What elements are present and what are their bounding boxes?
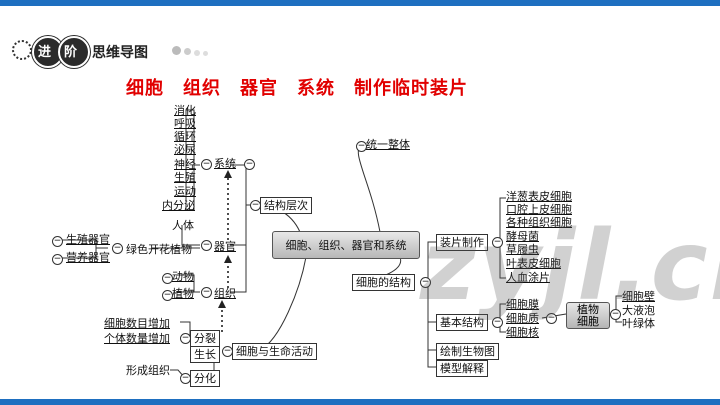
collapse-icon[interactable]: −: [52, 236, 63, 247]
node-reproductive-organ: 生殖器官: [66, 233, 110, 246]
node-form-tissue: 形成组织: [126, 364, 170, 377]
slide-tissues: 各种组织细胞: [506, 216, 572, 229]
settings-gear-icon: [12, 40, 32, 60]
node-basic-structure: 基本结构: [436, 314, 488, 331]
slide-leaf: 叶表皮细胞: [506, 257, 561, 270]
header-label: 思维导图: [92, 45, 148, 61]
collapse-icon[interactable]: −: [201, 240, 212, 251]
system-item-digestion: 消化: [174, 104, 196, 117]
bubbles-decoration-icon: [172, 44, 222, 58]
node-cell-count: 细胞数目增加: [104, 317, 170, 330]
node-draw: 绘制生物图: [436, 343, 499, 360]
node-plant: 植物: [172, 287, 194, 300]
slide-onion: 洋葱表皮细胞: [506, 190, 572, 203]
collapse-icon[interactable]: −: [356, 141, 367, 152]
node-human: 人体: [172, 219, 194, 232]
collapse-icon[interactable]: −: [162, 273, 173, 284]
header-badge-2-text: 阶: [64, 45, 78, 60]
extra-chloroplast: 叶绿体: [622, 317, 655, 330]
node-division: 分裂: [190, 330, 220, 347]
node-model: 模型解释: [436, 360, 488, 377]
page-title: 细胞 组织 器官 系统 制作临时装片: [126, 78, 468, 99]
collapse-icon[interactable]: −: [112, 243, 123, 254]
node-green-plant: 绿色开花植物: [126, 243, 192, 256]
system-item-circulation: 循环: [174, 130, 196, 143]
collapse-icon[interactable]: −: [244, 159, 255, 170]
node-organ: 器官: [214, 240, 236, 253]
node-cell-structure: 细胞的结构: [352, 274, 415, 291]
top-bar: [0, 0, 720, 6]
collapse-icon[interactable]: −: [162, 290, 173, 301]
node-making-slides: 装片制作: [436, 234, 488, 251]
node-animal: 动物: [172, 270, 194, 283]
collapse-icon[interactable]: −: [52, 254, 63, 265]
system-item-endocrine: 内分泌: [162, 199, 195, 212]
plant-cell-line-1: 植物: [577, 303, 599, 316]
part-nucleus: 细胞核: [506, 326, 539, 339]
system-item-respiration: 呼吸: [174, 117, 196, 130]
node-differentiation: 分化: [190, 370, 220, 387]
system-item-reproductive: 生殖: [174, 171, 196, 184]
slide-mouth: 口腔上皮细胞: [506, 203, 572, 216]
collapse-icon[interactable]: −: [546, 313, 557, 324]
collapse-icon[interactable]: −: [201, 159, 212, 170]
node-system: 系统: [214, 157, 236, 170]
node-cell-life: 细胞与生命活动: [232, 343, 317, 360]
header-badge-1: [32, 36, 64, 68]
system-item-motor: 运动: [174, 185, 196, 198]
node-tissue: 组织: [214, 287, 236, 300]
system-item-urinary: 泌尿: [174, 143, 196, 156]
node-nutritive-organ: 营养器官: [66, 251, 110, 264]
center-node-label: 细胞、组织、器官和系统: [285, 239, 407, 252]
node-volume: 个体数量增加: [104, 332, 170, 345]
watermark: zyjl.cn: [420, 210, 720, 322]
header-badge-2: [58, 36, 90, 68]
node-plant-cell: 植物 细胞: [566, 302, 610, 329]
slide-blood: 人血涂片: [506, 271, 550, 284]
bottom-bar: [0, 399, 720, 405]
collapse-icon[interactable]: −: [610, 309, 621, 320]
part-cytoplasm: 细胞质: [506, 312, 539, 325]
node-structure-level: 结构层次: [260, 197, 312, 214]
collapse-icon[interactable]: −: [420, 277, 431, 288]
header-badge-1-text: 进: [38, 45, 52, 60]
part-membrane: 细胞膜: [506, 298, 539, 311]
node-growth: 生长: [190, 346, 220, 363]
plant-cell-line-2: 细胞: [577, 315, 599, 328]
system-item-nervous: 神经: [174, 158, 196, 171]
center-node: 细胞、组织、器官和系统: [272, 231, 420, 259]
collapse-icon[interactable]: −: [492, 317, 503, 328]
node-unity: 统一整体: [366, 138, 410, 151]
extra-vacuole: 大液泡: [622, 304, 655, 317]
extra-cell-wall: 细胞壁: [622, 290, 655, 303]
slide-yeast: 酵母菌: [506, 230, 539, 243]
collapse-icon[interactable]: −: [492, 237, 503, 248]
collapse-icon[interactable]: −: [201, 287, 212, 298]
slide-paramecium: 草履虫: [506, 243, 539, 256]
